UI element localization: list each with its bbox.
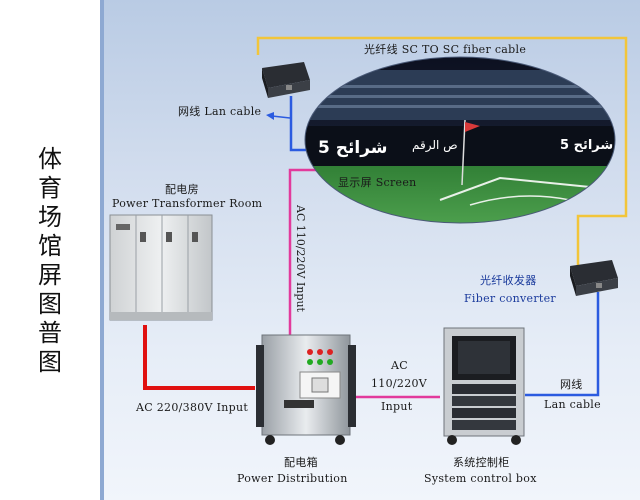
power-dist-cn-label: 配电箱 (284, 456, 318, 469)
panel-edge (100, 0, 104, 500)
media-converter-right (570, 260, 618, 296)
screen-oval-border (304, 56, 616, 224)
title-char: 体 (38, 145, 62, 173)
ac-bottom-line (143, 325, 255, 390)
ac-middle-label-1: AC (391, 359, 408, 372)
system-control-box (443, 327, 525, 445)
lan-cable-right-cn-label: 网线 (560, 378, 583, 391)
title-char: 屏 (38, 261, 62, 289)
power-distribution-box (256, 334, 356, 445)
screen-text-mid: ص الرقم (412, 138, 458, 152)
lan-pointer-arrow (271, 115, 291, 119)
led-screen-image (305, 57, 615, 223)
screen-text-right: 5 شرائح (560, 138, 614, 153)
power-dist-en-label: Power Distribution (237, 472, 348, 485)
fiber-cable-line (256, 36, 628, 270)
transformer-cabinet (109, 214, 213, 321)
arrow-head-icon (266, 112, 274, 120)
lan-cable-right-line (525, 292, 600, 397)
power-room-cn-label: 配电房 (165, 183, 199, 196)
lan-cable-right-en-label: Lan cable (544, 398, 601, 411)
media-converter-top (262, 62, 310, 98)
title-char: 图 (38, 348, 62, 376)
lan-cable-top-label: 网线 Lan cable (178, 105, 262, 118)
control-box-cn-label: 系统控制柜 (453, 456, 510, 469)
ac-vertical-label: AC 110/220V Input (294, 205, 307, 312)
title-char: 场 (38, 203, 62, 231)
title-char: 育 (38, 174, 62, 202)
ac-middle-label-2: 110/220V (371, 377, 428, 390)
screen-label: 显示屏 Screen (338, 176, 417, 189)
fiber-cable-label: 光纤线 SC TO SC fiber cable (364, 43, 527, 56)
control-box-en-label: System control box (424, 472, 537, 485)
fiber-converter-en-label: Fiber converter (464, 292, 556, 305)
ac-bottom-label: AC 220/380V Input (136, 401, 249, 414)
title-char: 图 (38, 290, 62, 318)
fiber-converter-cn-label: 光纤收发器 (480, 274, 537, 287)
power-room-en-label: Power Transformer Room (112, 197, 263, 210)
ac-middle-label-3: Input (381, 400, 413, 413)
vertical-title: 体 育 场 馆 屏 图 普 图 (30, 145, 70, 377)
title-char: 普 (38, 319, 62, 347)
screen-text-left: 5 شرائح (318, 138, 388, 158)
title-char: 馆 (38, 232, 62, 260)
